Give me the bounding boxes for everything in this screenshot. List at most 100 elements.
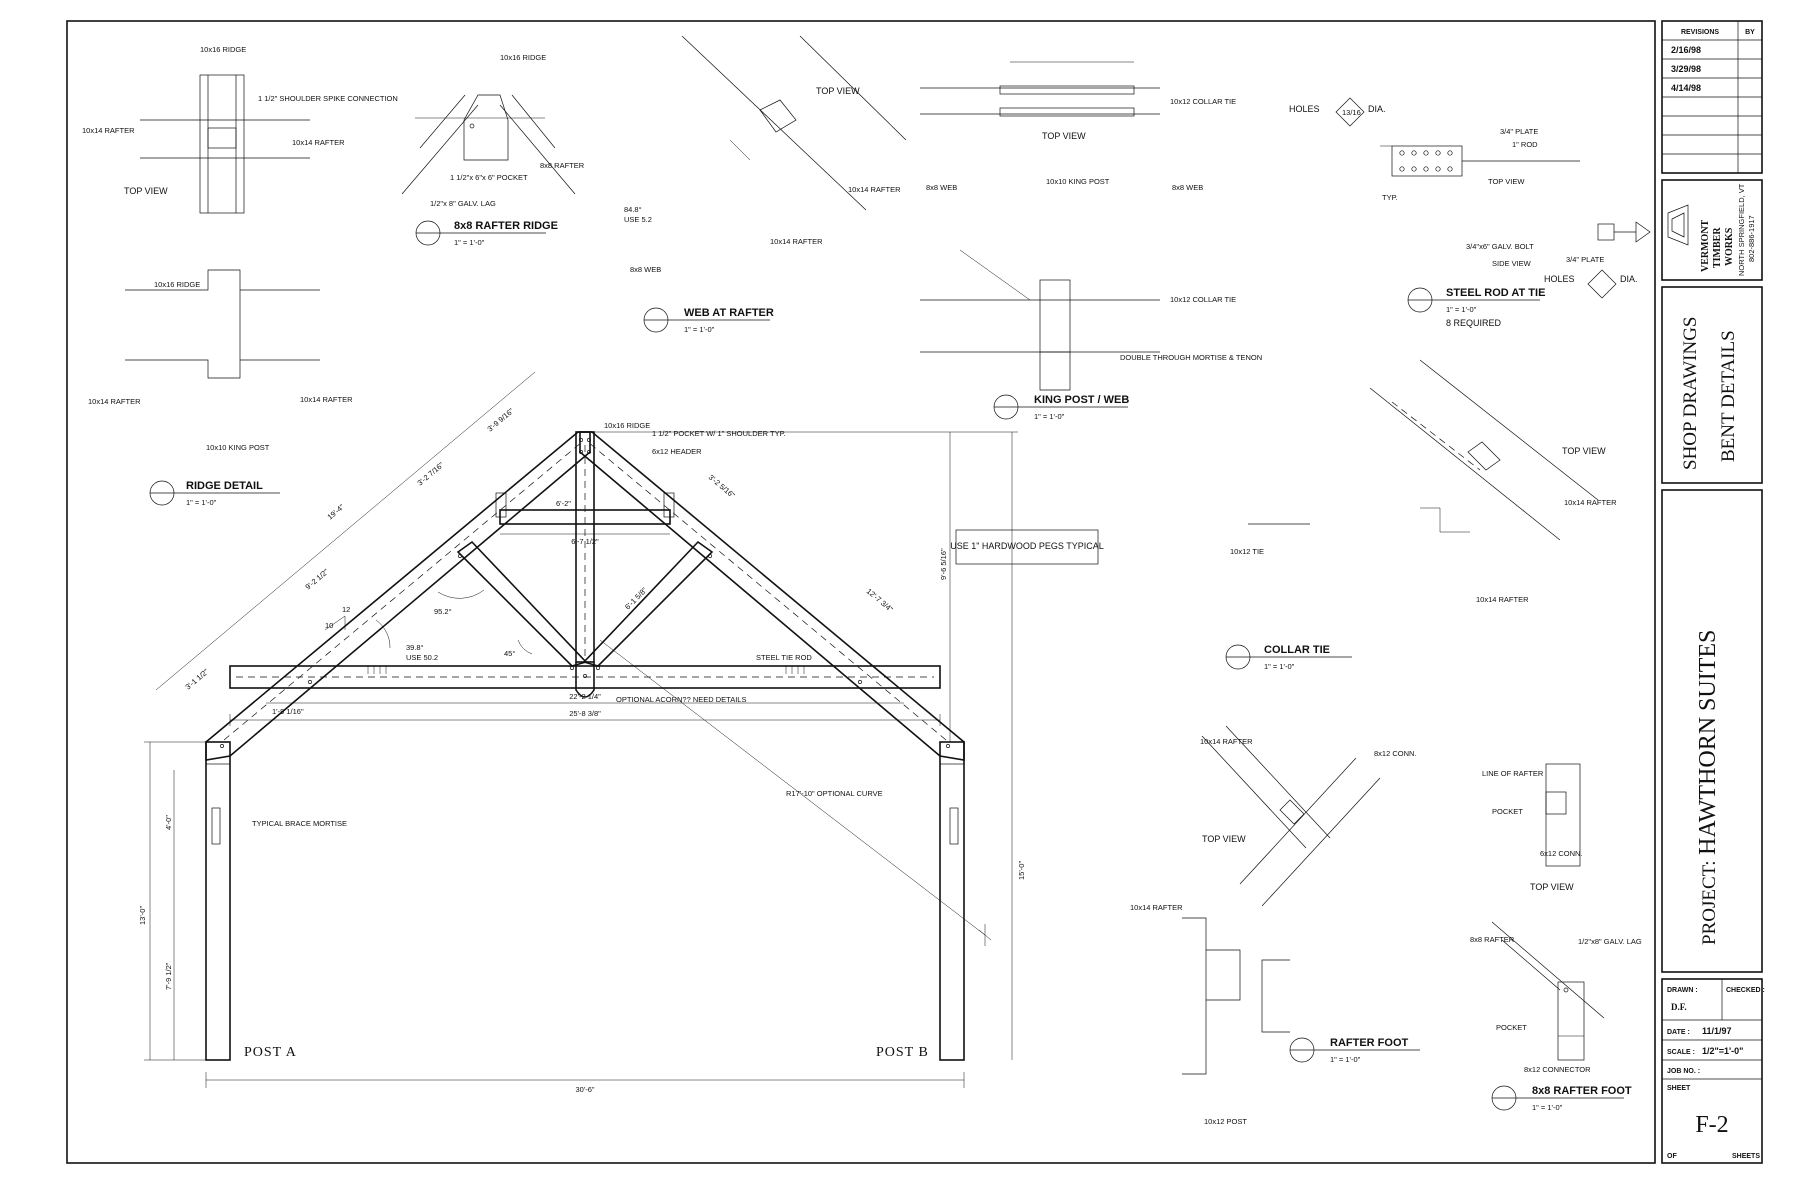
ridge-label: 10x16 RIDGE [200, 45, 246, 54]
ridge-label: 10x16 RIDGE [500, 53, 546, 62]
dia-label: DIA. [1368, 104, 1386, 114]
drawing-border [66, 20, 1656, 1164]
ridge-10x16-label: 10x16 RIDGE [604, 421, 650, 430]
company-phone: 802-886-1917 [1747, 215, 1756, 262]
date-label: DATE : [1667, 1029, 1690, 1036]
top-view-label: TOP VIEW [1530, 882, 1574, 892]
project-name: HAWTHORN SUITES [1695, 630, 1721, 855]
company-name: WORKS [1724, 227, 1735, 266]
tie-beam [229, 665, 941, 689]
angle-45: 45° [504, 649, 515, 658]
sheet-number: F-2 [1695, 1112, 1728, 1138]
revision-date: 2/16/98 [1671, 45, 1701, 55]
rafter-ridge-title: 8x8 RAFTER RIDGE [454, 220, 558, 232]
rafter-label: 10x14 RAFTER [1564, 498, 1617, 507]
line-of-rafter-label: LINE OF RAFTER [1482, 769, 1544, 778]
conn-8x12-label: 8x12 CONN. [1374, 749, 1417, 758]
pegs-note: USE 1" HARDWOOD PEGS TYPICAL [950, 541, 1104, 551]
post-b-label: POST B [876, 1045, 929, 1060]
web-at-rafter-detail: TOP VIEW 10x14 RAFTER 10x14 RAFTER 8x8 W… [624, 35, 907, 334]
right-web [582, 540, 714, 667]
king-post-label: 10x10 KING POST [1046, 177, 1110, 186]
double-mortise-label: DOUBLE THROUGH MORTISE & TENON [1120, 353, 1262, 362]
dim-rafter-right-seg: 3'-2 5/16" [707, 473, 737, 500]
web-at-rafter-scale: 1" = 1'-0" [684, 325, 715, 334]
collar-tie-label: 10x12 COLLAR TIE [1170, 97, 1236, 106]
galv-bolt-label: 3/4"x6" GALV. BOLT [1466, 242, 1534, 251]
project-label: PROJECT: [1699, 860, 1720, 945]
hole-diamond-icon [1335, 97, 1365, 127]
pocket-note: 1 1/2" POCKET W/ 1" SHOULDER TYP. [652, 429, 786, 438]
pocket-6x6-label: 1 1/2"x 6"x 6" POCKET [450, 173, 528, 182]
steel-tie-rod-label: STEEL TIE ROD [756, 653, 812, 662]
angle-95: 95.2° [434, 607, 452, 616]
post-10x12-label: 10x12 POST [1204, 1117, 1247, 1126]
pocket-label: POCKET [1496, 1023, 1527, 1032]
dim-rafter-seg: 3'-2 7/16" [416, 460, 446, 487]
checked-label: CHECKED : [1726, 987, 1765, 994]
company-address: NORTH SPRINGFIELD, VT [1737, 183, 1746, 276]
project-block [1661, 489, 1763, 973]
sheet-subtitle: BENT DETAILS [1718, 330, 1739, 462]
scale-label: SCALE : [1667, 1049, 1695, 1056]
post-b [939, 741, 965, 1061]
shoulder-spike-label: 1 1/2" SHOULDER SPIKE CONNECTION [258, 94, 398, 103]
revisions-header: REVISIONS [1681, 29, 1719, 36]
revision-date: 4/14/98 [1671, 83, 1701, 93]
dim-rafter-right-long: 12'-7 3/4" [865, 587, 895, 614]
dim-height-total: 15'-0" [1017, 861, 1026, 880]
optional-acorn-label: OPTIONAL ACORN?? NEED DETAILS [616, 695, 746, 704]
title-block: REVISIONS BY 2/16/98 3/29/98 4/14/98 VER… [1661, 20, 1765, 1164]
ridge-detail-title: RIDGE DETAIL [186, 480, 263, 492]
steel-rod-note: 8 REQUIRED [1446, 318, 1502, 328]
ridge-detail-scale: 1" = 1'-0" [186, 498, 217, 507]
holes-label: HOLES [1544, 274, 1575, 284]
info-block [1661, 978, 1763, 1164]
galv-lag-label: 1/2"x 8" GALV. LAG [430, 199, 496, 208]
drawn-label: DRAWN : [1667, 987, 1698, 994]
top-view-label: TOP VIEW [816, 86, 860, 96]
rafter-label: 10x14 RAFTER [300, 395, 353, 404]
rafter-label: 10x14 RAFTER [1130, 903, 1183, 912]
king-post-web-detail: 10x10 KING POST 8x8 WEB 8x8 WEB 10x12 CO… [920, 177, 1262, 421]
web-at-rafter-title: WEB AT RAFTER [684, 307, 774, 319]
rafter-ridge-detail: 10x16 RIDGE 8x8 RAFTER 1 1/2"x 6"x 6" PO… [401, 53, 585, 247]
dim-rafter-overall: 19'-4" [326, 502, 347, 521]
scale-value: 1/2"=1'-0" [1702, 1046, 1743, 1056]
steel-rod-detail: HOLES 13/16 DIA. 3/4" PLATE 1" ROD TOP V… [1289, 97, 1651, 328]
left-rafter [205, 431, 591, 761]
rafter-foot-8x8-scale: 1" = 1'-0" [1532, 1103, 1563, 1112]
company-logo-block [1661, 179, 1763, 281]
rafter-8x8-label: 8x8 RAFTER [1470, 935, 1515, 944]
job-label: JOB NO. : [1667, 1068, 1700, 1075]
sheet-label: SHEET [1667, 1085, 1691, 1092]
top-view-label: TOP VIEW [1202, 834, 1246, 844]
brace-mortise-label: TYPICAL BRACE MORTISE [252, 819, 347, 828]
rod-label: 1" ROD [1512, 140, 1538, 149]
pitch-rise: 10 [325, 621, 333, 630]
use-50-2: USE 50.2 [406, 653, 438, 662]
king-post-label: 10x10 KING POST [206, 443, 270, 452]
steel-rod-scale: 1" = 1'-0" [1446, 305, 1477, 314]
pocket-label: POCKET [1492, 807, 1523, 816]
company-name: TIMBER [1712, 227, 1723, 268]
web-8x8-label: 8x8 WEB [630, 265, 661, 274]
king-post-acorn [575, 662, 595, 698]
ridge-detail: 10x16 RIDGE 10x14 RAFTER 10x14 RAFTER 1 … [82, 45, 398, 507]
dim-post-lower: 7'-9 1/2" [164, 962, 173, 990]
conn-6x12-label: 6x12 CONN. [1540, 849, 1583, 858]
top-view-label: TOP VIEW [1488, 177, 1525, 186]
rafter-foot-detail: 10x14 RAFTER 10x12 POST RAFTER FOOT 1" =… [1130, 903, 1420, 1126]
sheet-title: SHOP DRAWINGS [1680, 317, 1701, 470]
rafter-label: 10x14 RAFTER [88, 397, 141, 406]
company-name: VERMONT [1700, 219, 1711, 272]
rafter-foot-scale: 1" = 1'-0" [1330, 1055, 1361, 1064]
of-label: OF [1667, 1153, 1677, 1160]
main-bent-elevation: 30'-6" 15'-0" 9'-6 5/16" 13'-0" 7'-9 1/2… [138, 371, 1104, 1094]
steel-rod-title: STEEL ROD AT TIE [1446, 287, 1545, 299]
collar-tie-label: 10x12 COLLAR TIE [1170, 295, 1236, 304]
post-a [205, 741, 231, 1061]
use-5-2: USE 5.2 [624, 215, 652, 224]
angle-84: 84.8° [624, 205, 642, 214]
rafter-foot-top-view: 10x14 RAFTER 8x12 CONN. TOP VIEW [1200, 725, 1417, 907]
